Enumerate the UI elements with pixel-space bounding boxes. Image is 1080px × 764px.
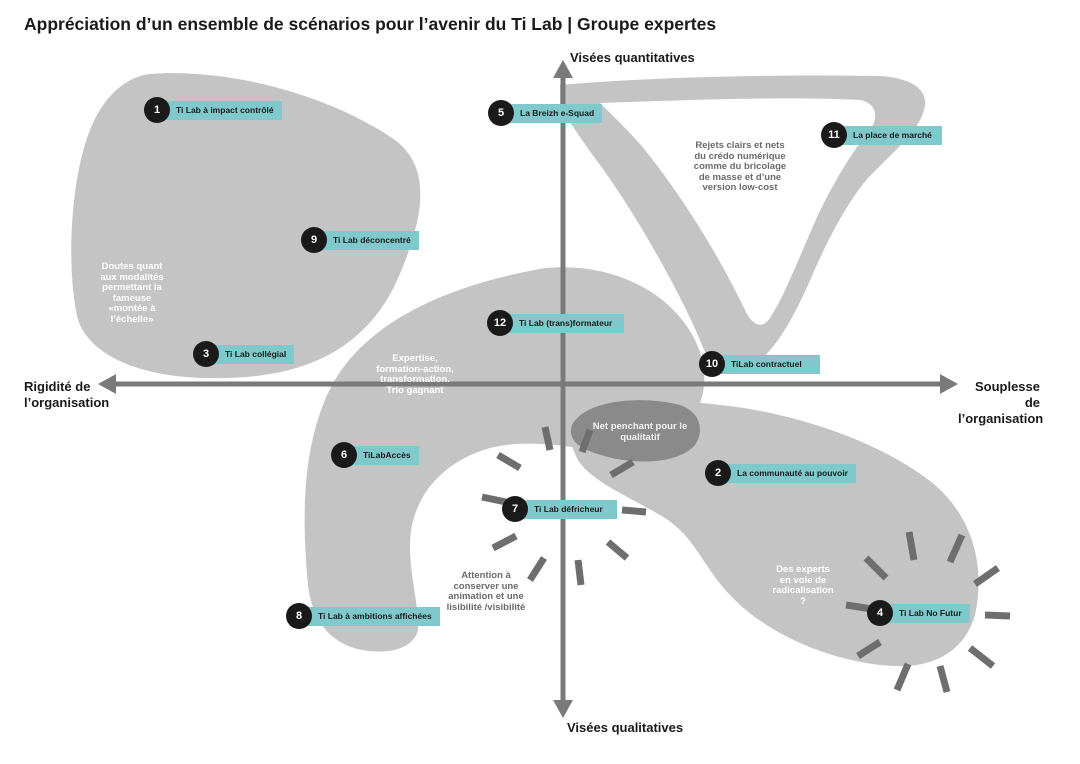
scenario-7-number: 7 — [502, 496, 528, 522]
scenario-5-label: La Breizh e-Squad — [504, 104, 603, 123]
scenario-11-number: 11 — [821, 122, 847, 148]
scenario-8-label: Ti Lab à ambitions affichées — [302, 607, 440, 626]
y-axis-bottom-arrow — [553, 700, 573, 718]
axis-left-line2: l’organisation — [24, 395, 110, 410]
note-doutes: Doutes quant aux modalités permettant la… — [100, 261, 164, 325]
page-title: Appréciation d’un ensemble de scénarios … — [24, 14, 717, 34]
axis-bottom-label: Visées qualitatives — [567, 720, 684, 735]
axis-right-line1: Souplesse de — [974, 379, 1040, 410]
blob-center — [304, 267, 705, 652]
x-axis-right-arrow — [940, 374, 958, 394]
axis-left-line1: Rigidité de — [24, 379, 91, 394]
burst-scenario-4 — [845, 531, 1011, 693]
scenario-4-label: Ti Lab No Futur — [883, 604, 970, 623]
scenario-11-label: La place de marché — [837, 126, 942, 145]
axis-right-label: Souplesse de l’organisation — [958, 379, 1044, 427]
scenario-4-number: 4 — [867, 600, 893, 626]
scenario-5-number: 5 — [488, 100, 514, 126]
axis-left-label: Rigidité de l’organisation — [24, 379, 109, 411]
scenario-6-number: 6 — [331, 442, 357, 468]
scenario-2-number: 2 — [705, 460, 731, 486]
note-rejets: Rejets clairs et nets du crédo numérique… — [693, 140, 787, 193]
scenario-3-number: 3 — [193, 341, 219, 367]
blob-bottom-right — [570, 400, 979, 667]
blob-top-left — [71, 73, 421, 379]
note-penchant: Net penchant pour le qualitatif — [592, 421, 688, 443]
scenario-9-number: 9 — [301, 227, 327, 253]
note-experts: Des experts en voie de radicalisation ? — [772, 564, 834, 607]
scenario-3-label: Ti Lab collégial — [209, 345, 295, 364]
note-attention: Attention à conserver une animation et u… — [446, 570, 526, 613]
scenario-6-label: TiLabAccès — [347, 446, 419, 465]
scenario-1-number: 1 — [144, 97, 170, 123]
scenario-7-label: Ti Lab défricheur — [518, 500, 617, 519]
blob-top-right-loop-hole — [600, 98, 876, 325]
scenario-1-label: Ti Lab à impact contrôlé — [160, 101, 282, 120]
scenario-12-number: 12 — [487, 310, 513, 336]
y-axis-top-arrow — [553, 60, 573, 78]
axis-top-label: Visées quantitatives — [570, 50, 695, 65]
burst-scenario-7 — [481, 426, 647, 586]
blob-overlap — [571, 400, 700, 462]
axis-right-line2: l’organisation — [958, 411, 1044, 426]
scenario-9-label: Ti Lab déconcentré — [317, 231, 419, 250]
scenario-2-label: La communauté au pouvoir — [721, 464, 856, 483]
scenario-10-label: TiLab contractuel — [715, 355, 820, 374]
scenario-8-number: 8 — [286, 603, 312, 629]
note-expertise: Expertise, formation-action, transformat… — [376, 353, 454, 396]
scenario-10-number: 10 — [699, 351, 725, 377]
scenario-12-label: Ti Lab (trans)formateur — [503, 314, 625, 333]
x-axis-left-arrow — [98, 374, 116, 394]
